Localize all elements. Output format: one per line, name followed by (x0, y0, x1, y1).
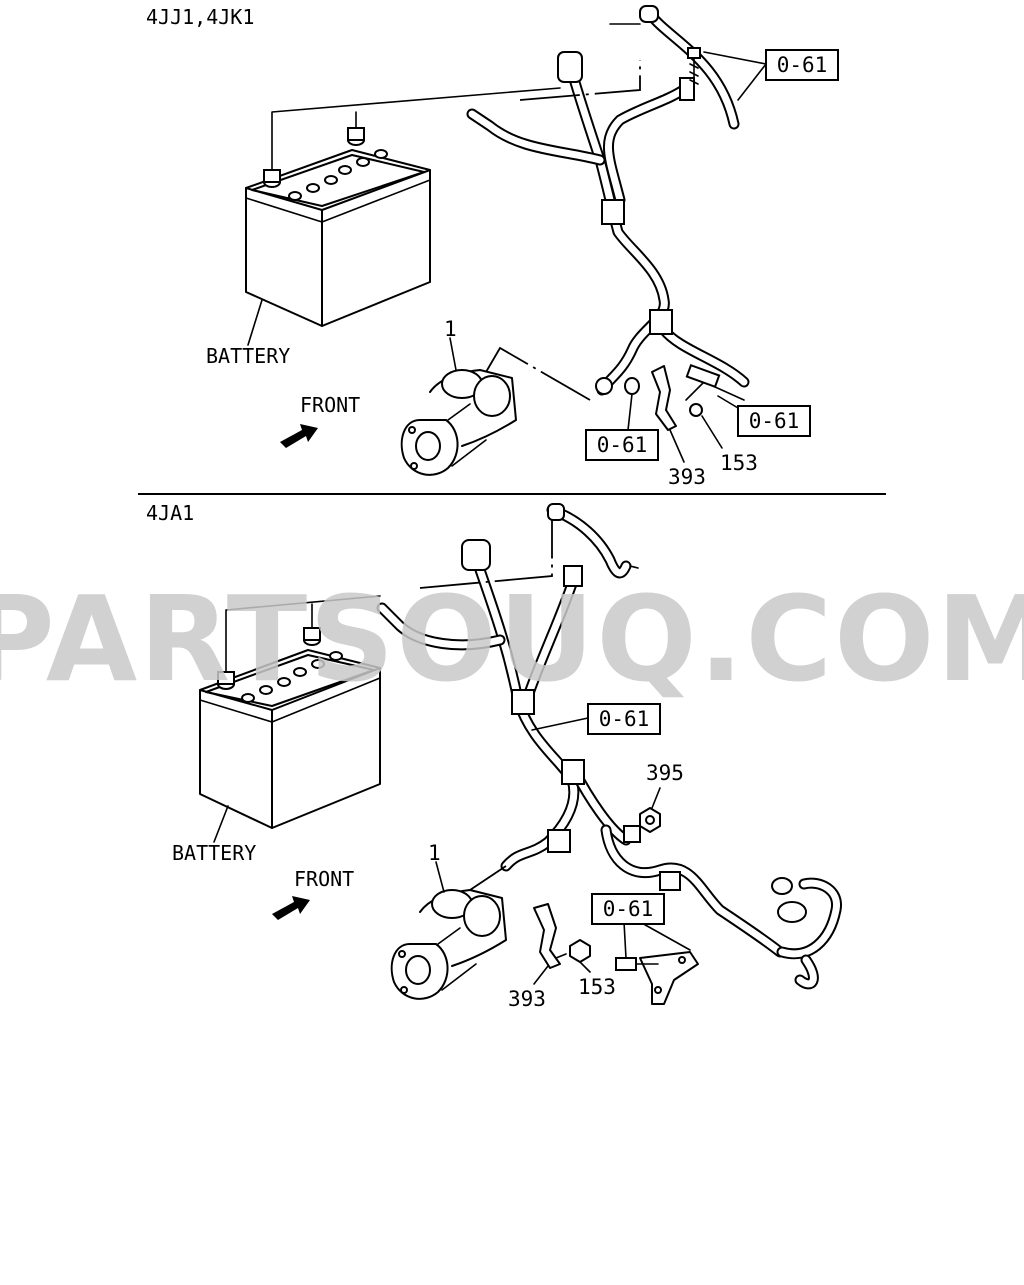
bracket-393-bottom (533, 903, 561, 969)
battery-label-bottom: BATTERY (172, 841, 256, 865)
front-label-top: FRONT (300, 393, 360, 417)
part-395-leader (651, 787, 661, 809)
engine-model-label-bottom: 4JA1 (146, 501, 194, 525)
bracket-bottom-right (615, 951, 699, 1005)
part-393-bottom: 393 (508, 987, 546, 1011)
part-395: 395 (646, 761, 684, 785)
ref-leader-top-3 (717, 395, 739, 409)
part-153-top: 153 (720, 451, 758, 475)
battery-top (245, 87, 561, 327)
nut-top (624, 377, 640, 395)
starter-callout-leader-top (449, 337, 457, 371)
ref-leader-top-2 (627, 393, 633, 431)
battery-bottom (199, 595, 381, 829)
ref-box-bottom-1: 0-61 (587, 703, 661, 735)
harness-top (466, 5, 750, 396)
part-393-leader-bottom (533, 965, 549, 985)
svg-text:0-61: 0-61 (777, 53, 828, 77)
engine-model-label-top: 4JJ1,4JK1 (146, 5, 254, 29)
svg-text:0-61: 0-61 (603, 897, 654, 921)
harness-bottom (376, 503, 842, 990)
front-arrow-top (280, 424, 318, 448)
starter-callout-bottom: 1 (428, 841, 441, 865)
starter-motor-top (400, 346, 591, 476)
nut-395 (639, 807, 661, 833)
ref-box-top-1: 0-61 (765, 49, 839, 81)
ref-box-top-2: 0-61 (585, 429, 659, 461)
ref-leader-bottom-2 (623, 921, 691, 959)
part-393-top: 393 (668, 465, 706, 489)
part-153-leader-top (701, 415, 723, 449)
front-label-bottom: FRONT (294, 867, 354, 891)
svg-text:0-61: 0-61 (749, 409, 800, 433)
watermark: PARTSOUQ.COM (0, 570, 1024, 708)
part-153-leader-bottom (579, 961, 591, 973)
bolt-153-bottom (555, 939, 591, 963)
ref-leader-bottom-1 (531, 717, 589, 731)
ref-leader-top-1 (703, 51, 767, 101)
front-arrow-bottom (272, 896, 310, 920)
ref-box-bottom-2: 0-61 (591, 893, 665, 925)
bolt-top-right (687, 47, 701, 93)
battery-top-leader (247, 299, 263, 346)
ref-box-top-3: 0-61 (737, 405, 811, 437)
battery-label-top: BATTERY (206, 344, 290, 368)
starter-motor-bottom (390, 889, 507, 1000)
bracket-393-top (651, 365, 677, 431)
bolt-153-top (685, 363, 745, 417)
battery-bottom-leader (213, 805, 229, 843)
svg-text:0-61: 0-61 (599, 707, 650, 731)
starter-callout-leader-bottom (435, 861, 445, 893)
part-153-bottom: 153 (578, 975, 616, 999)
part-393-leader-top (669, 429, 685, 463)
svg-text:0-61: 0-61 (597, 433, 648, 457)
starter-callout-top: 1 (444, 317, 457, 341)
